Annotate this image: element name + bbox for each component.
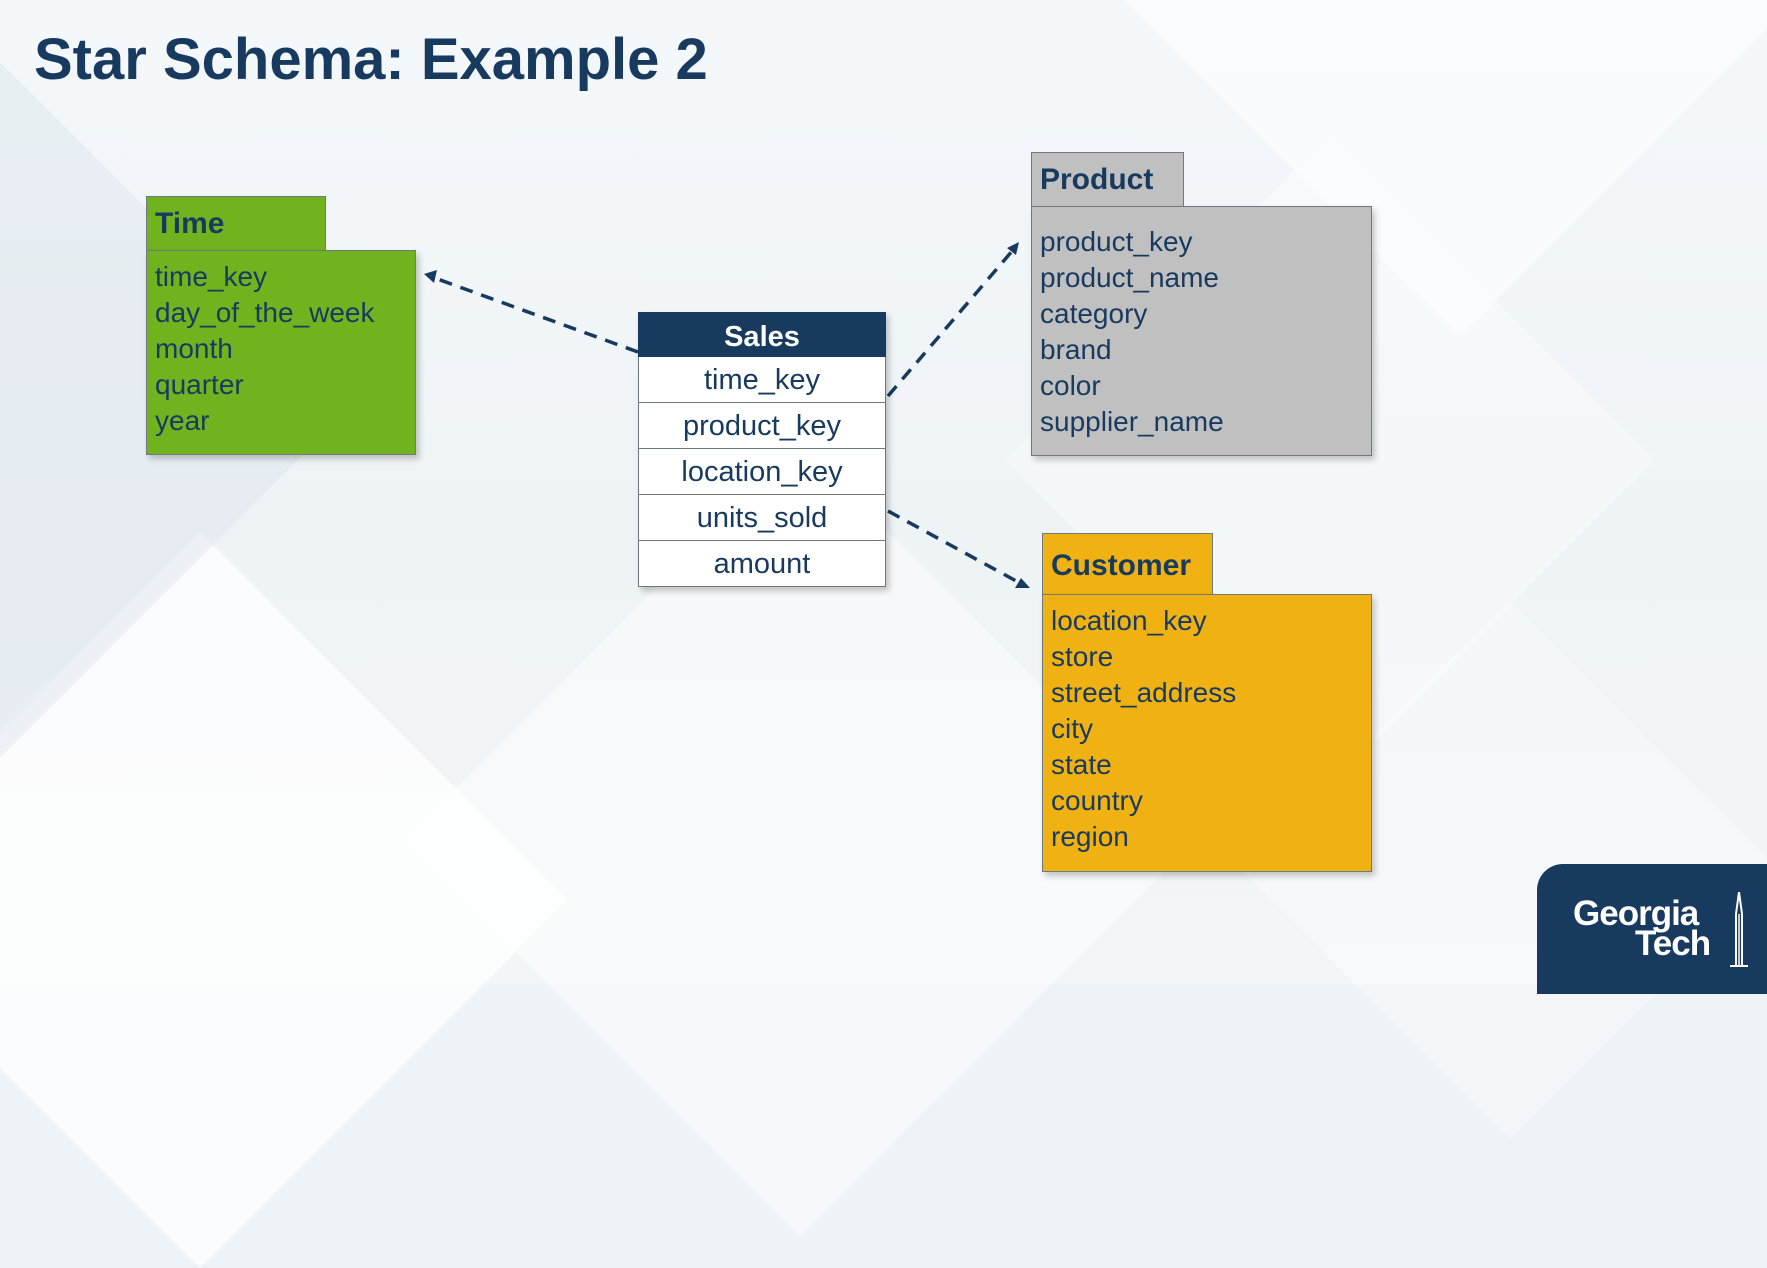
arrowhead-customer (1015, 578, 1030, 588)
field: state (1051, 749, 1112, 780)
field: store (1051, 641, 1114, 672)
product-table-header: Product (1031, 152, 1184, 207)
sales-field: amount (638, 541, 886, 587)
sales-field: product_key (638, 403, 886, 449)
field: country (1051, 785, 1143, 816)
connector-sales-customer (887, 509, 1019, 584)
sales-field: time_key (638, 357, 886, 403)
connector-sales-product (886, 248, 1015, 398)
logo-line-1: Georgia (1573, 894, 1699, 933)
field: product_key (1040, 226, 1193, 257)
field: region (1051, 821, 1129, 852)
field: supplier_name (1040, 406, 1224, 437)
field: quarter (155, 369, 244, 400)
field: city (1051, 713, 1093, 744)
connector-sales-time (431, 275, 639, 354)
product-table-fields: product_key product_name category brand … (1031, 206, 1372, 456)
slide-title: Star Schema: Example 2 (34, 27, 708, 92)
field: year (155, 405, 210, 436)
time-table-fields: time_key day_of_the_week month quarter y… (146, 250, 416, 455)
sales-fact-table: Sales time_key product_key location_key … (638, 312, 886, 587)
field: month (155, 333, 233, 364)
time-table-header: Time (146, 196, 326, 251)
sales-table-header: Sales (638, 312, 886, 357)
field: location_key (1051, 605, 1207, 636)
customer-table-header: Customer (1042, 533, 1213, 595)
field: day_of_the_week (155, 297, 375, 328)
field: street_address (1051, 677, 1237, 708)
tower-icon (1730, 892, 1748, 967)
georgia-tech-logo: Georgia Tech (1537, 864, 1767, 994)
sales-table-box: Sales time_key product_key location_key … (638, 312, 886, 587)
field: product_name (1040, 262, 1220, 293)
customer-table-fields: location_key store street_address city s… (1042, 594, 1372, 872)
sales-field: units_sold (638, 495, 886, 541)
arrowhead-product (1007, 242, 1019, 255)
field: color (1040, 370, 1101, 401)
sales-field: location_key (638, 449, 886, 495)
field: category (1040, 298, 1148, 329)
arrowhead-time (424, 270, 437, 283)
field: time_key (155, 261, 268, 292)
field: brand (1040, 334, 1112, 365)
schema-connectors (424, 242, 1030, 588)
logo-line-2: Tech (1635, 924, 1711, 963)
